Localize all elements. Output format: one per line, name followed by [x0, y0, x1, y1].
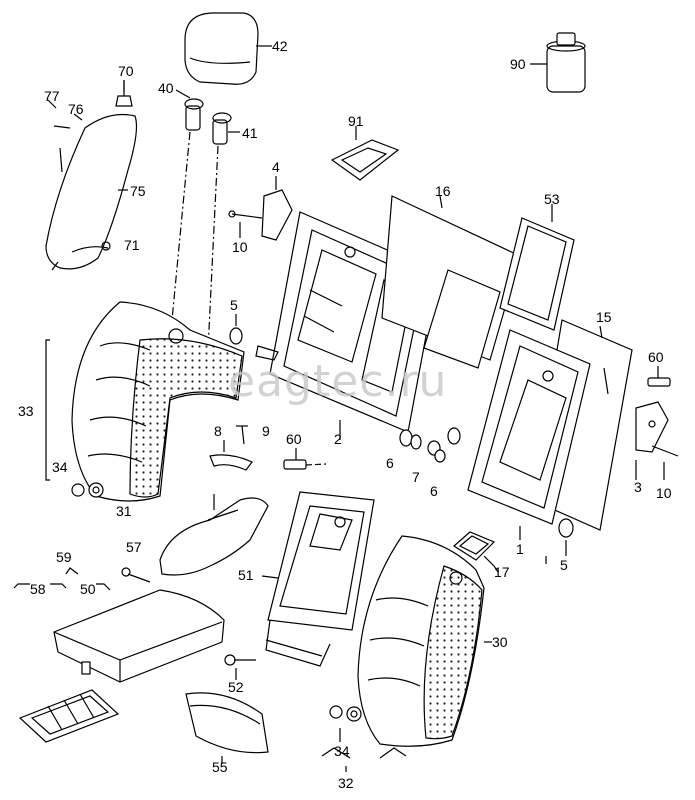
label-7: 7: [412, 469, 420, 485]
backrest-cover-right: [357, 535, 492, 747]
label-58: 58: [30, 581, 46, 597]
bolt-57: [121, 567, 151, 583]
label-42: 42: [272, 38, 288, 54]
bushing-5-right: [558, 518, 574, 556]
label-10a: 10: [232, 239, 248, 255]
label-17: 17: [494, 564, 510, 580]
armrest-tray-58: [13, 567, 120, 743]
label-52: 52: [228, 679, 244, 695]
headrest-guide-40: [171, 98, 204, 321]
label-31: 31: [116, 503, 132, 519]
canister-part: [530, 32, 586, 93]
label-1: 1: [516, 541, 524, 557]
label-55: 55: [212, 759, 228, 775]
headrest-guide-41: [207, 112, 240, 351]
label-40: 40: [158, 80, 174, 96]
label-57: 57: [126, 539, 142, 555]
hinge-3: [635, 401, 669, 480]
label-90: 90: [510, 56, 526, 72]
fasteners-34-right: [329, 705, 362, 742]
pin-60-left: [283, 448, 327, 470]
label-34a: 34: [52, 459, 68, 475]
label-91: 91: [348, 113, 364, 129]
label-9: 9: [262, 423, 270, 439]
label-76: 76: [68, 101, 84, 117]
label-32: 32: [338, 775, 354, 791]
screw-9: [236, 425, 248, 445]
hinge-4: [261, 176, 293, 241]
label-6a: 6: [386, 455, 394, 471]
clip-8: [209, 440, 253, 471]
label-5b: 5: [560, 557, 568, 573]
leader-lines: [47, 80, 609, 772]
label-75: 75: [130, 183, 146, 199]
armrest-50: [53, 589, 225, 683]
label-10b: 10: [656, 485, 672, 501]
side-bolster-75: [45, 113, 138, 271]
label-71: 71: [124, 237, 140, 253]
mat-middle: [423, 269, 501, 369]
bolt-52: [224, 654, 256, 680]
watermark: eagtec.ru: [228, 356, 448, 407]
label-53: 53: [544, 191, 560, 207]
label-2: 2: [334, 431, 342, 447]
center-panel-51: [261, 491, 375, 667]
air-duct: [159, 494, 269, 576]
washers-6-7: [399, 427, 461, 463]
label-30: 30: [492, 634, 508, 650]
label-8: 8: [214, 423, 222, 439]
pin-60-right: [647, 366, 671, 387]
bolt-10-right: [651, 445, 679, 480]
label-50: 50: [80, 581, 96, 597]
label-4: 4: [272, 159, 280, 175]
label-5a: 5: [230, 297, 238, 313]
label-41: 41: [242, 125, 258, 141]
label-60a: 60: [286, 431, 302, 447]
headrest-part: [184, 12, 272, 85]
mat-53: [499, 204, 575, 331]
backrest-cover-left: [45, 301, 245, 502]
label-33: 33: [18, 403, 34, 419]
bushing-5-left: [229, 314, 243, 345]
label-34b: 34: [334, 743, 350, 759]
bracket-91: [330, 126, 400, 181]
label-15: 15: [596, 309, 612, 325]
callout-labels: 42 90 70 77 76 40 41 91 75 4 16 53 10 71…: [18, 38, 672, 791]
label-60b: 60: [648, 349, 664, 365]
label-3: 3: [634, 479, 642, 495]
label-59: 59: [56, 549, 72, 565]
backrest-frame-right: [467, 329, 591, 540]
fasteners-34-left: [71, 482, 104, 498]
release-handle-17: [453, 531, 496, 567]
bolt-10-left: [228, 210, 263, 238]
label-77: 77: [44, 88, 60, 104]
cover-55: [185, 692, 269, 764]
label-51: 51: [238, 567, 254, 583]
label-6b: 6: [430, 483, 438, 499]
label-16: 16: [435, 183, 451, 199]
label-70: 70: [118, 63, 134, 79]
